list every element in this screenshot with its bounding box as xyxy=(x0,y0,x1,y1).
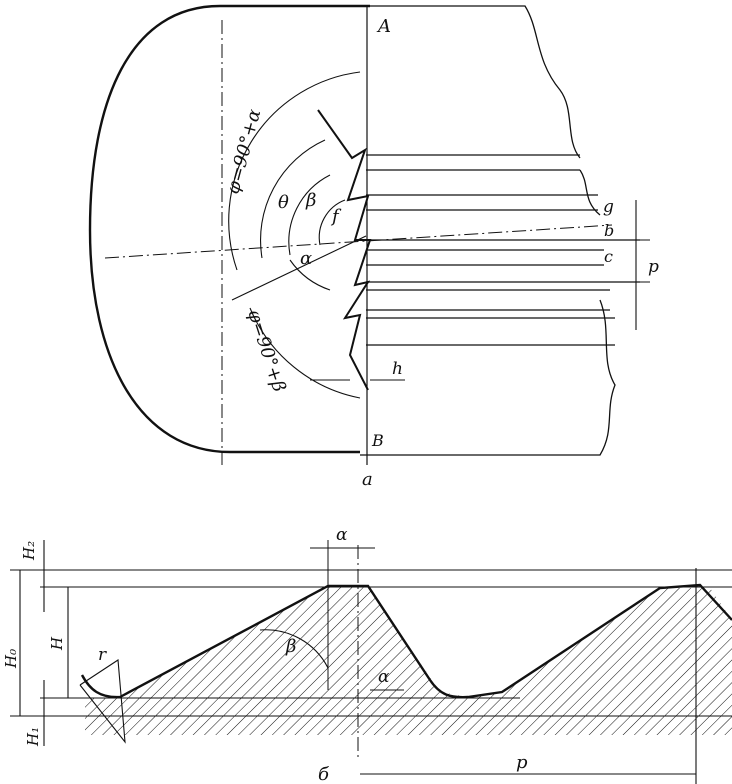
label-alpha-mid-b: α xyxy=(378,667,390,687)
thread-lines xyxy=(366,154,640,346)
p-dimension-b xyxy=(360,568,697,784)
label-beta-b: β xyxy=(285,636,296,657)
label-H: H xyxy=(48,636,66,651)
label-alpha-top-b: α xyxy=(336,525,348,545)
caption-a: a xyxy=(362,469,373,490)
label-phi-bottom: φ=90°+β xyxy=(243,307,289,394)
figure-a: A B φ=90°+α φ=90°+β θ β α f g b c p h a xyxy=(88,4,659,490)
label-alpha: α xyxy=(300,248,312,269)
label-H1: H₁ xyxy=(24,727,42,747)
reference-lines-b xyxy=(10,569,732,717)
label-H0: H₀ xyxy=(2,649,20,669)
arc-f xyxy=(318,199,346,246)
label-r: r xyxy=(98,645,107,665)
radius-marker xyxy=(79,659,126,744)
label-H2: H₂ xyxy=(20,541,38,561)
label-b: b xyxy=(604,221,614,240)
label-theta: θ xyxy=(278,192,289,213)
label-B: B xyxy=(371,431,384,450)
thread-profile-outline xyxy=(80,583,732,699)
thread-profile-hatched xyxy=(85,586,732,735)
label-c: c xyxy=(604,247,613,266)
label-g: g xyxy=(603,197,614,217)
figure-b: H₂ H₀ H H₁ r β α α p б xyxy=(2,525,732,784)
label-p-b: p xyxy=(516,752,528,773)
p-dimension-a xyxy=(630,200,650,330)
label-phi-top: φ=90°+α xyxy=(223,107,266,196)
label-h: h xyxy=(392,359,403,379)
arc-beta-b xyxy=(259,629,329,669)
arc-beta xyxy=(288,174,331,256)
radial-line xyxy=(231,235,367,301)
material-break-line xyxy=(360,5,616,456)
label-f: f xyxy=(330,206,342,227)
dimension-lines-left xyxy=(19,540,69,746)
label-beta: β xyxy=(305,190,316,211)
arc-theta xyxy=(259,139,326,259)
label-p-a: p xyxy=(648,257,659,277)
workpiece-contour xyxy=(88,4,370,454)
arc-phi-bottom xyxy=(249,307,361,399)
arc-phi-top xyxy=(228,71,361,271)
label-A: A xyxy=(376,16,391,37)
thread-teeth xyxy=(317,109,372,391)
arc-alpha xyxy=(289,259,331,291)
center-line-tilted xyxy=(104,224,613,259)
caption-b: б xyxy=(318,764,330,784)
